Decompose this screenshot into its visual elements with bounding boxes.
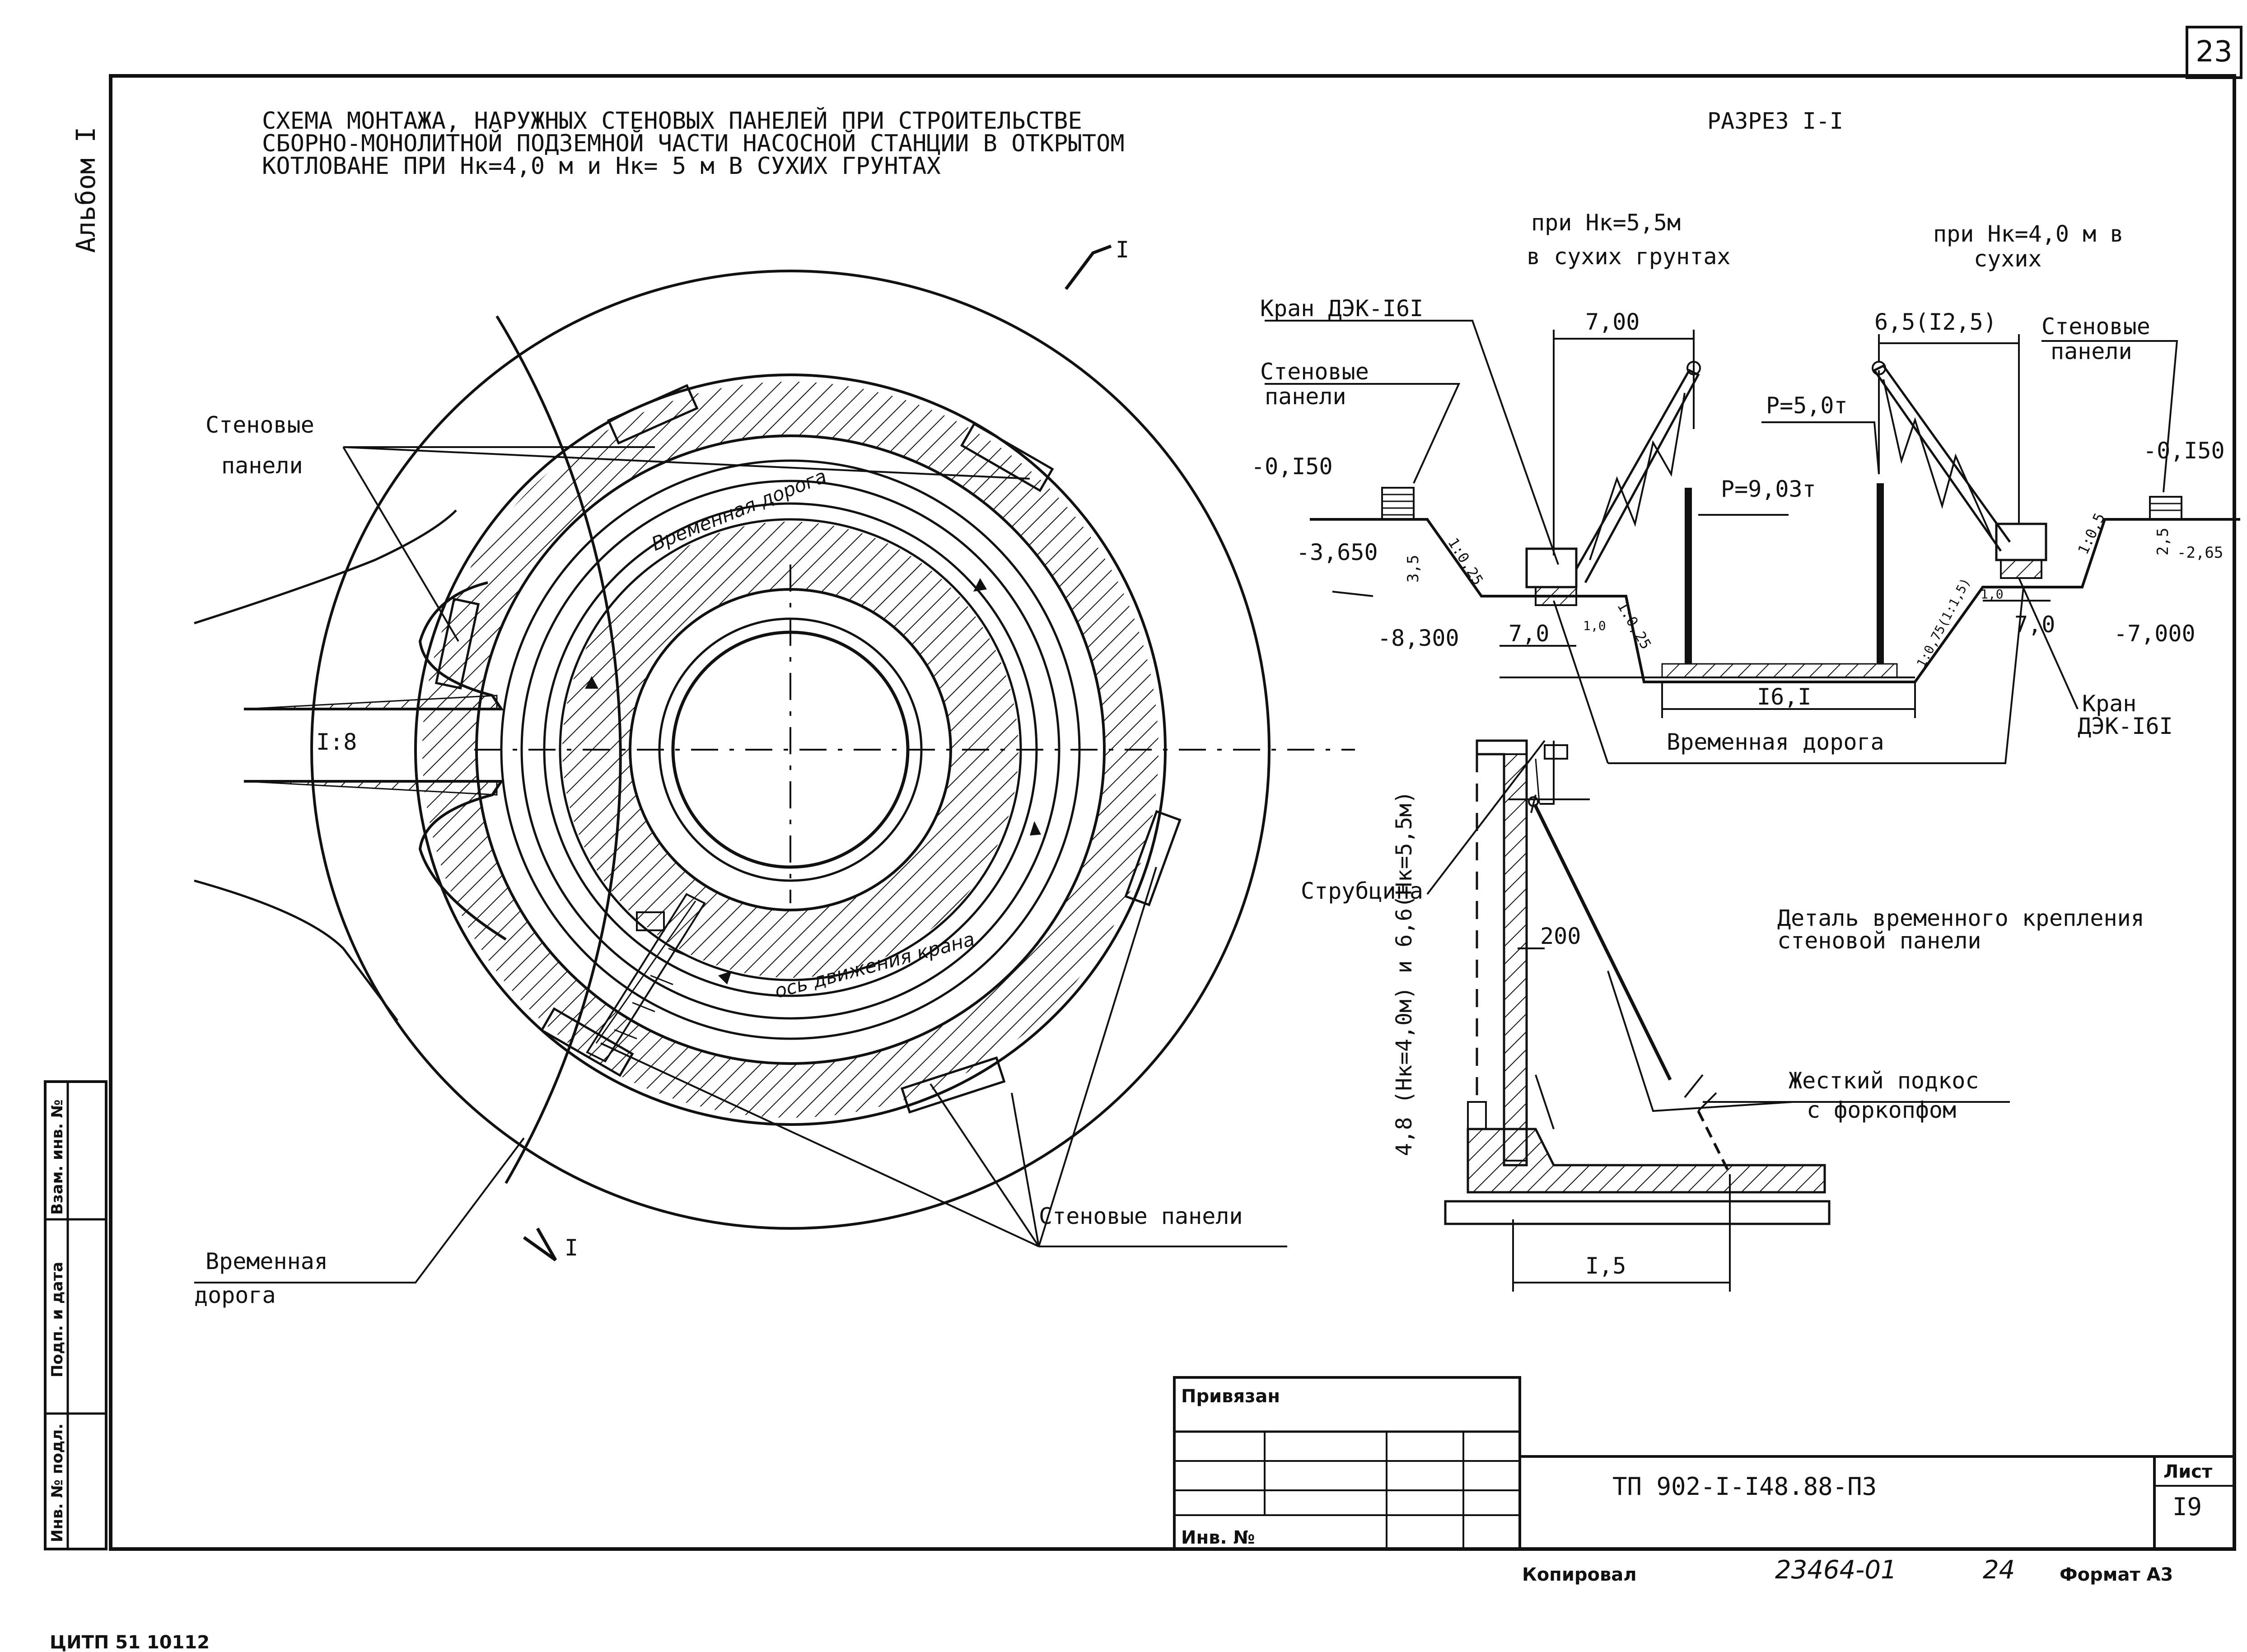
stamp-linked: Привязан [1181,1386,1280,1407]
detail-title: Деталь временного крепления [1777,905,2144,931]
svg-text:стеновой панели: стеновой панели [1777,928,1981,954]
wall-panel [540,1007,634,1077]
title-block: Привязан Инв. № ТП 902-I-I48.88-ПЗ Лист … [1173,1376,2234,1585]
vertical-dims: 4,8 (Нк=4,0м) и 6,6(Нк=5,5м) [1392,791,1417,1156]
load-p5: P=5,0т [1766,392,1848,419]
sheet-number: 23 [2196,35,2232,69]
detail-view: Деталь временного крепления стеновой пан… [1301,739,2144,1292]
side-replaced: Взам. инв. № [48,1099,66,1215]
svg-text:СБОРНО-МОНОЛИТНОЙ ПОДЗЕМНОЙ ЧА: СБОРНО-МОНОЛИТНОЙ ПОДЗЕМНОЙ ЧАСТИ НАСОСН… [262,130,1125,157]
svg-text:-0,I50: -0,I50 [1251,453,1333,480]
wall-panel [960,422,1054,492]
svg-text:1:0,5: 1:0,5 [2074,510,2108,557]
foundation-slab [1467,1128,1826,1194]
crane-right [1872,361,2047,664]
plan-title: СХЕМА МОНТАЖА, НАРУЖНЫХ СТЕНОВЫХ ПАНЕЛЕЙ… [262,107,1125,180]
hanging-panel-left [1685,488,1692,664]
plan-view: Стеновые панели I:8 I I Стеновые панели … [194,237,1355,1308]
doc-code: ТП 902-I-I48.88-ПЗ [1612,1472,1877,1501]
svg-text:панели: панели [2051,338,2132,364]
dim-200: 200 [1540,923,1581,949]
svg-text:панели: панели [221,453,303,479]
ground-profile [1310,518,2240,683]
side-inv-orig: Инв. № подл. [48,1423,66,1542]
copied-label: Копировал [1522,1564,1637,1585]
panel-stack-right [2149,496,2182,520]
dim-1-5: I,5 [1585,1253,1626,1279]
svg-text:сухих: сухих [1974,246,2042,272]
svg-text:панели: панели [1265,383,1346,410]
svg-text:2,5: 2,5 [2154,528,2172,555]
svg-text:-3,650: -3,650 [1296,539,1378,565]
side-signed: Подп. и дата [48,1262,66,1377]
svg-text:при Нк=4,0 м в: при Нк=4,0 м в [1933,221,2123,247]
svg-text:3,5: 3,5 [1404,555,1422,583]
svg-text:1,0: 1,0 [1583,618,1606,633]
svg-text:Стеновые: Стеновые [1260,359,1369,385]
album-label: Альбом I [70,127,101,253]
sheet-label: Лист [2163,1461,2213,1482]
svg-text:при Нк=5,5м: при Нк=5,5м [1531,210,1681,236]
dim-16-1: I6,I [1757,684,1811,710]
panel-stack-left [1381,487,1415,520]
section-mark-top: I [1116,237,1129,263]
section-view: РАЗРЕЗ I-I при Нк=5,5м в сухих грунтах п… [1251,108,2240,764]
svg-text:7,0: 7,0 [2014,611,2055,638]
sheet-value: I9 [2172,1493,2202,1521]
ramp-slope-label: I:8 [316,729,357,755]
crane-label: Кран ДЭК-I6I [1260,295,1423,322]
handwritten-number: 23464-01 [1775,1555,1897,1585]
plan-wall-panels-label: Стеновые [206,412,314,438]
footer-code: ЦИТП 51 10112 [50,1632,210,1652]
load-p903: P=9,03т [1721,476,1816,502]
sheet-frame [109,74,2236,1551]
handwritten-page: 24 [1983,1555,2015,1585]
svg-text:-0,I50: -0,I50 [2143,438,2225,464]
svg-text:7,0: 7,0 [1509,621,1549,647]
brace [1533,803,1674,1081]
brace-label: Жесткий подкос [1789,1068,1979,1094]
svg-text:ДЭК-I6I: ДЭК-I6I [2078,713,2173,739]
wall-panel [607,384,699,445]
wall-panel [434,597,480,690]
dim-7-00: 7,00 [1585,309,1640,335]
dim-6-5: 6,5(I2,5) [1874,309,1997,335]
crane-left [1525,361,1701,664]
svg-text:1:0,25: 1:0,25 [1614,598,1655,652]
section-title: РАЗРЕЗ I-I [1707,108,1843,134]
section-temp-road: Временная дорога [1667,729,1884,755]
wall-panel [1124,810,1182,906]
svg-text:с форкопфом: с форкопфом [1807,1097,1956,1123]
svg-text:-8,300: -8,300 [1378,625,1459,651]
side-stamp: Инв. № подл. Подп. и дата Взам. инв. № [44,1080,107,1550]
svg-text:-7,000: -7,000 [2114,621,2196,647]
svg-text:Стеновые: Стеновые [2041,313,2150,340]
crane-plan-sketch [586,893,706,1063]
section-mark-bottom: I [565,1235,578,1261]
plan-temp-road-label: Временная [206,1248,328,1274]
base-slab [1661,663,1898,678]
pit-outer-edge [310,270,1271,1230]
hanging-panel-right [1877,483,1884,664]
svg-text:1:0,25: 1:0,25 [1444,535,1486,588]
svg-text:Кран: Кран [2082,691,2136,717]
svg-text:1:0,75(1:1,5): 1:0,75(1:1,5) [1914,575,1973,670]
wall-panel-section [1503,753,1528,1162]
stamp-inv: Инв. № [1181,1527,1255,1548]
svg-text:в сухих грунтах: в сухих грунтах [1527,243,1731,270]
svg-text:дорога: дорога [194,1282,276,1308]
format-label: Формат А3 [2060,1564,2173,1585]
svg-text:СХЕМА МОНТАЖА, НАРУЖНЫХ СТЕНОВ: СХЕМА МОНТАЖА, НАРУЖНЫХ СТЕНОВЫХ ПАНЕЛЕЙ… [262,107,1082,135]
plan-wall-panels-bottom-label: Стеновые панели [1039,1203,1243,1229]
sheet-number-box [2186,26,2242,79]
concrete-prep [1444,1200,1831,1225]
wall-panel [900,1056,1006,1114]
svg-text:КОТЛОВАНЕ ПРИ Нк=4,0 м и Нк= 5: КОТЛОВАНЕ ПРИ Нк=4,0 м и Нк= 5 м В СУХИХ… [262,153,941,180]
svg-text:1,0: 1,0 [1981,587,2004,602]
clamp-label: Струбцина [1301,878,1423,904]
svg-text:-2,65: -2,65 [2177,544,2223,562]
